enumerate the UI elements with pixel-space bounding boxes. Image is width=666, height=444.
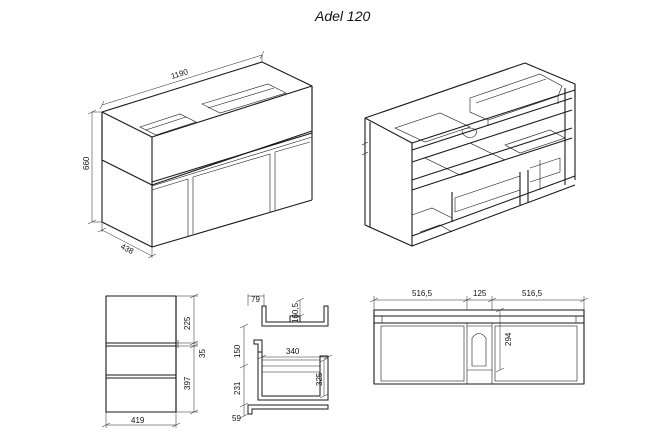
side-depth-label: 419 bbox=[131, 416, 145, 425]
iso-width-label: 1190 bbox=[170, 67, 190, 81]
section-lower-height-label: 231 bbox=[233, 381, 242, 395]
section-view bbox=[247, 305, 329, 415]
section-opening-width-label: 340 bbox=[286, 347, 300, 356]
iso-depth-label: 438 bbox=[119, 242, 135, 256]
plan-depth-label: 294 bbox=[504, 332, 513, 346]
side-profile-view bbox=[105, 295, 179, 413]
plan-view bbox=[373, 309, 585, 385]
section-base-label: 59 bbox=[232, 414, 241, 423]
side-profile-dimensions: 225 35 397 419 bbox=[101, 293, 207, 428]
section-lower-depth-label: 325 bbox=[315, 372, 324, 386]
section-top-shelf-label: 160,5 bbox=[291, 302, 300, 323]
plan-center-width-label: 125 bbox=[473, 289, 487, 298]
plan-dimensions: 516,5 125 516,5 294 bbox=[369, 289, 589, 373]
side-drawer-label: 397 bbox=[183, 376, 192, 390]
iso-cabinet-front bbox=[101, 61, 313, 248]
drawing-title: Adel 120 bbox=[314, 8, 370, 24]
iso-cabinet-frame bbox=[361, 62, 576, 247]
iso-height-label: 660 bbox=[82, 156, 91, 170]
iso-dimensions: 1190 660 438 bbox=[82, 50, 265, 259]
side-rail-label: 35 bbox=[198, 349, 207, 358]
section-upper-height-label: 150 bbox=[233, 344, 242, 358]
plan-left-width-label: 516,5 bbox=[412, 289, 433, 298]
plan-right-width-label: 516,5 bbox=[522, 289, 543, 298]
section-top-offset-label: 79 bbox=[251, 295, 260, 304]
section-dimensions: 79 160,5 340 150 325 231 59 bbox=[232, 294, 333, 423]
side-top-gap-label: 225 bbox=[183, 316, 192, 330]
